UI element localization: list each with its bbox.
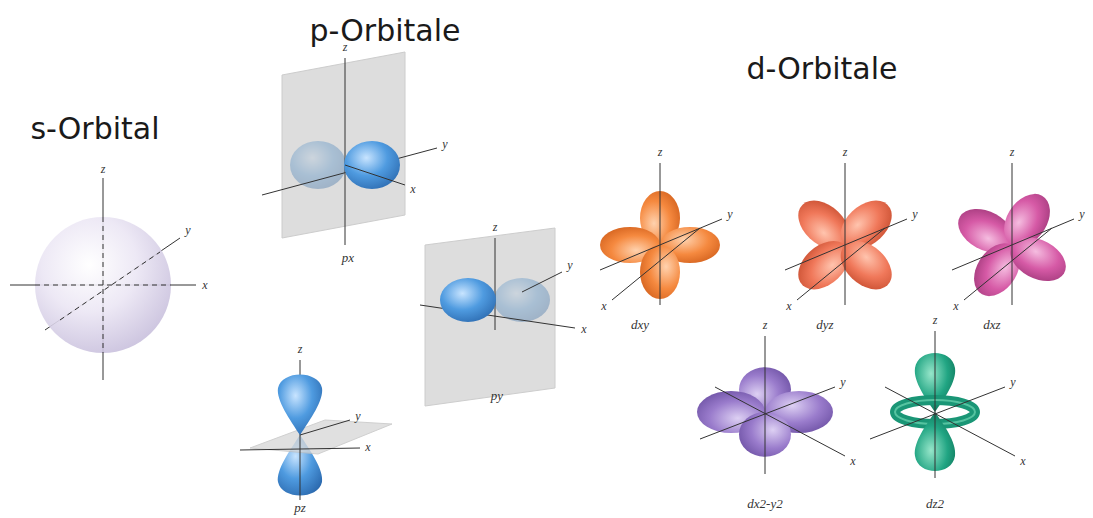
orbital-label: py (491, 389, 503, 403)
axis-label: x (410, 183, 415, 196)
axis-label: z (933, 314, 938, 327)
axis-label: y (442, 138, 447, 151)
axis-label: y (355, 410, 360, 423)
group-heading: d-Orbitale (747, 52, 898, 85)
orbital-label: dyz (816, 318, 833, 332)
dyz-orbital (785, 163, 907, 305)
axis-label: y (567, 259, 572, 272)
dz2-orbital (870, 331, 1015, 478)
dxy-orbital (600, 163, 722, 305)
group-heading: s-Orbital (30, 112, 159, 145)
axis-label: x (601, 300, 606, 313)
axis-label: x (953, 300, 958, 313)
orbital-label: dxz (983, 318, 1000, 332)
axis-label: x (1020, 455, 1025, 468)
pz-orbital (240, 360, 392, 500)
orbital-label: px (342, 251, 354, 265)
axis-label: z (843, 146, 848, 159)
axis-label: x (365, 441, 370, 454)
axis-label: z (493, 221, 498, 234)
dxz-orbital (950, 163, 1074, 305)
axis-label: z (763, 319, 768, 332)
dx2-y2-orbital (697, 336, 845, 474)
px-orbital (262, 52, 437, 245)
orbital-label: dz2 (926, 497, 944, 511)
axis-label: y (840, 376, 845, 389)
axis-label: y (912, 208, 917, 221)
orbital-label: dxy (631, 318, 649, 332)
axis-label: y (1010, 376, 1015, 389)
axis-label: x (202, 279, 207, 292)
axis-label: z (343, 41, 348, 54)
s-orbital (10, 178, 196, 380)
axis-label: z (101, 163, 106, 176)
axis-label: y (185, 224, 190, 237)
axis-label: y (1079, 208, 1084, 221)
orbital-label: dx2-y2 (747, 497, 782, 511)
orbital-label: pz (294, 501, 306, 515)
axis-label: z (658, 146, 663, 159)
group-heading: p-Orbitale (310, 14, 461, 47)
py-orbital (420, 228, 575, 406)
axis-label: z (1010, 146, 1015, 159)
axis-label: y (727, 208, 732, 221)
axis-label: x (786, 300, 791, 313)
axis-label: x (581, 323, 586, 336)
axis-label: x (850, 455, 855, 468)
axis-label: z (298, 343, 303, 356)
